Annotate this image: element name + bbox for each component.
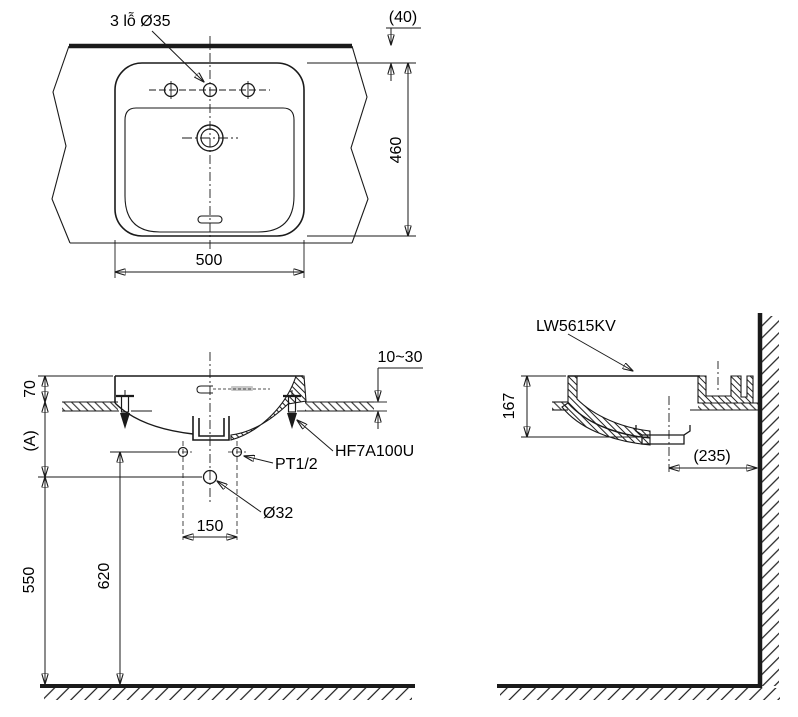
dim-drain-height-label: 550 — [21, 567, 38, 594]
wall-hatch — [762, 316, 779, 686]
counter-hatch-side-left — [552, 402, 568, 410]
supply-hole-left — [177, 446, 189, 458]
dim-supply-spacing-150: 150 — [183, 518, 237, 537]
brand-mark — [231, 386, 253, 391]
basin-bowl-outline — [124, 107, 295, 233]
drain-stub-side — [635, 425, 691, 445]
fixing-bolt-label: HF7A100U — [335, 443, 414, 460]
front-section-view: 70 (A) 550 620 150 10~30 HF7A10 — [21, 349, 423, 700]
dim-wall-gap-40: (40) — [386, 9, 421, 81]
faucet-hole-left — [163, 82, 179, 98]
dim-supply-height-620: 620 — [96, 452, 120, 684]
supply-hole-right — [231, 446, 243, 458]
model-label: LW5615KV — [536, 318, 616, 335]
model-leader — [567, 333, 633, 371]
plan-view: 3 lỗ Ø35 500 460 (40) — [51, 9, 421, 278]
dim-supply-height-label: 620 — [96, 563, 113, 590]
bowl-underside-curve — [114, 402, 194, 435]
fixing-bolt-right — [283, 390, 301, 429]
counter-hatch-side-right — [698, 403, 759, 410]
floor-hatch-left — [44, 688, 412, 700]
faucet-holes-leader — [151, 30, 204, 82]
counter-hatch-left — [62, 402, 118, 411]
dim-depth-460: 460 — [307, 62, 416, 237]
floor-hatch-right — [500, 688, 780, 700]
dim-basin-height-label: 167 — [501, 393, 518, 420]
faucet-hole-right — [240, 82, 256, 98]
dim-rim-height-label: 70 — [22, 380, 39, 398]
dim-wall-gap-label: (40) — [389, 9, 417, 26]
overflow-slot — [197, 215, 223, 224]
dim-drain-to-wall-235: (235) — [668, 396, 757, 472]
fixing-bolt-left — [116, 390, 134, 429]
dim-drain-height-550: 550 — [21, 477, 45, 684]
counter-hatch-right — [305, 402, 374, 411]
faucet-deck-recess — [697, 375, 754, 404]
drain-leader — [217, 481, 262, 513]
drain-label: Ø32 — [263, 505, 293, 522]
dim-width-500: 500 — [114, 240, 305, 278]
dim-counter-thickness: 10~30 — [374, 349, 423, 429]
dim-basin-height-167: 167 — [501, 375, 648, 438]
basin-outer-outline — [114, 62, 305, 237]
drain-hole — [202, 469, 218, 485]
dim-rim-height-70: 70 — [22, 376, 45, 402]
dim-width-label: 500 — [196, 252, 223, 269]
counter-break-right — [350, 45, 369, 244]
fixing-bolt-leader — [297, 420, 334, 452]
side-section-view: LW5615KV 167 (235) — [497, 313, 780, 700]
bowl-section-hatched — [230, 375, 307, 441]
dim-height-ref-a: (A) — [22, 402, 45, 477]
overflow-channel — [196, 385, 213, 394]
dim-counter-thickness-label: 10~30 — [378, 349, 423, 366]
drain-trap — [192, 416, 230, 441]
supply-label: PT1/2 — [275, 456, 318, 473]
dim-height-ref-label: (A) — [22, 430, 39, 451]
dim-drain-to-wall-label: (235) — [693, 448, 730, 465]
bowl-shell-lower — [561, 402, 651, 446]
supply-leader — [244, 456, 274, 464]
faucet-holes-label: 3 lỗ Ø35 — [110, 11, 171, 30]
dim-depth-label: 460 — [388, 137, 405, 164]
counter-break-left — [51, 45, 71, 244]
dim-supply-spacing-label: 150 — [197, 518, 224, 535]
faucet-hole-center — [202, 82, 218, 98]
